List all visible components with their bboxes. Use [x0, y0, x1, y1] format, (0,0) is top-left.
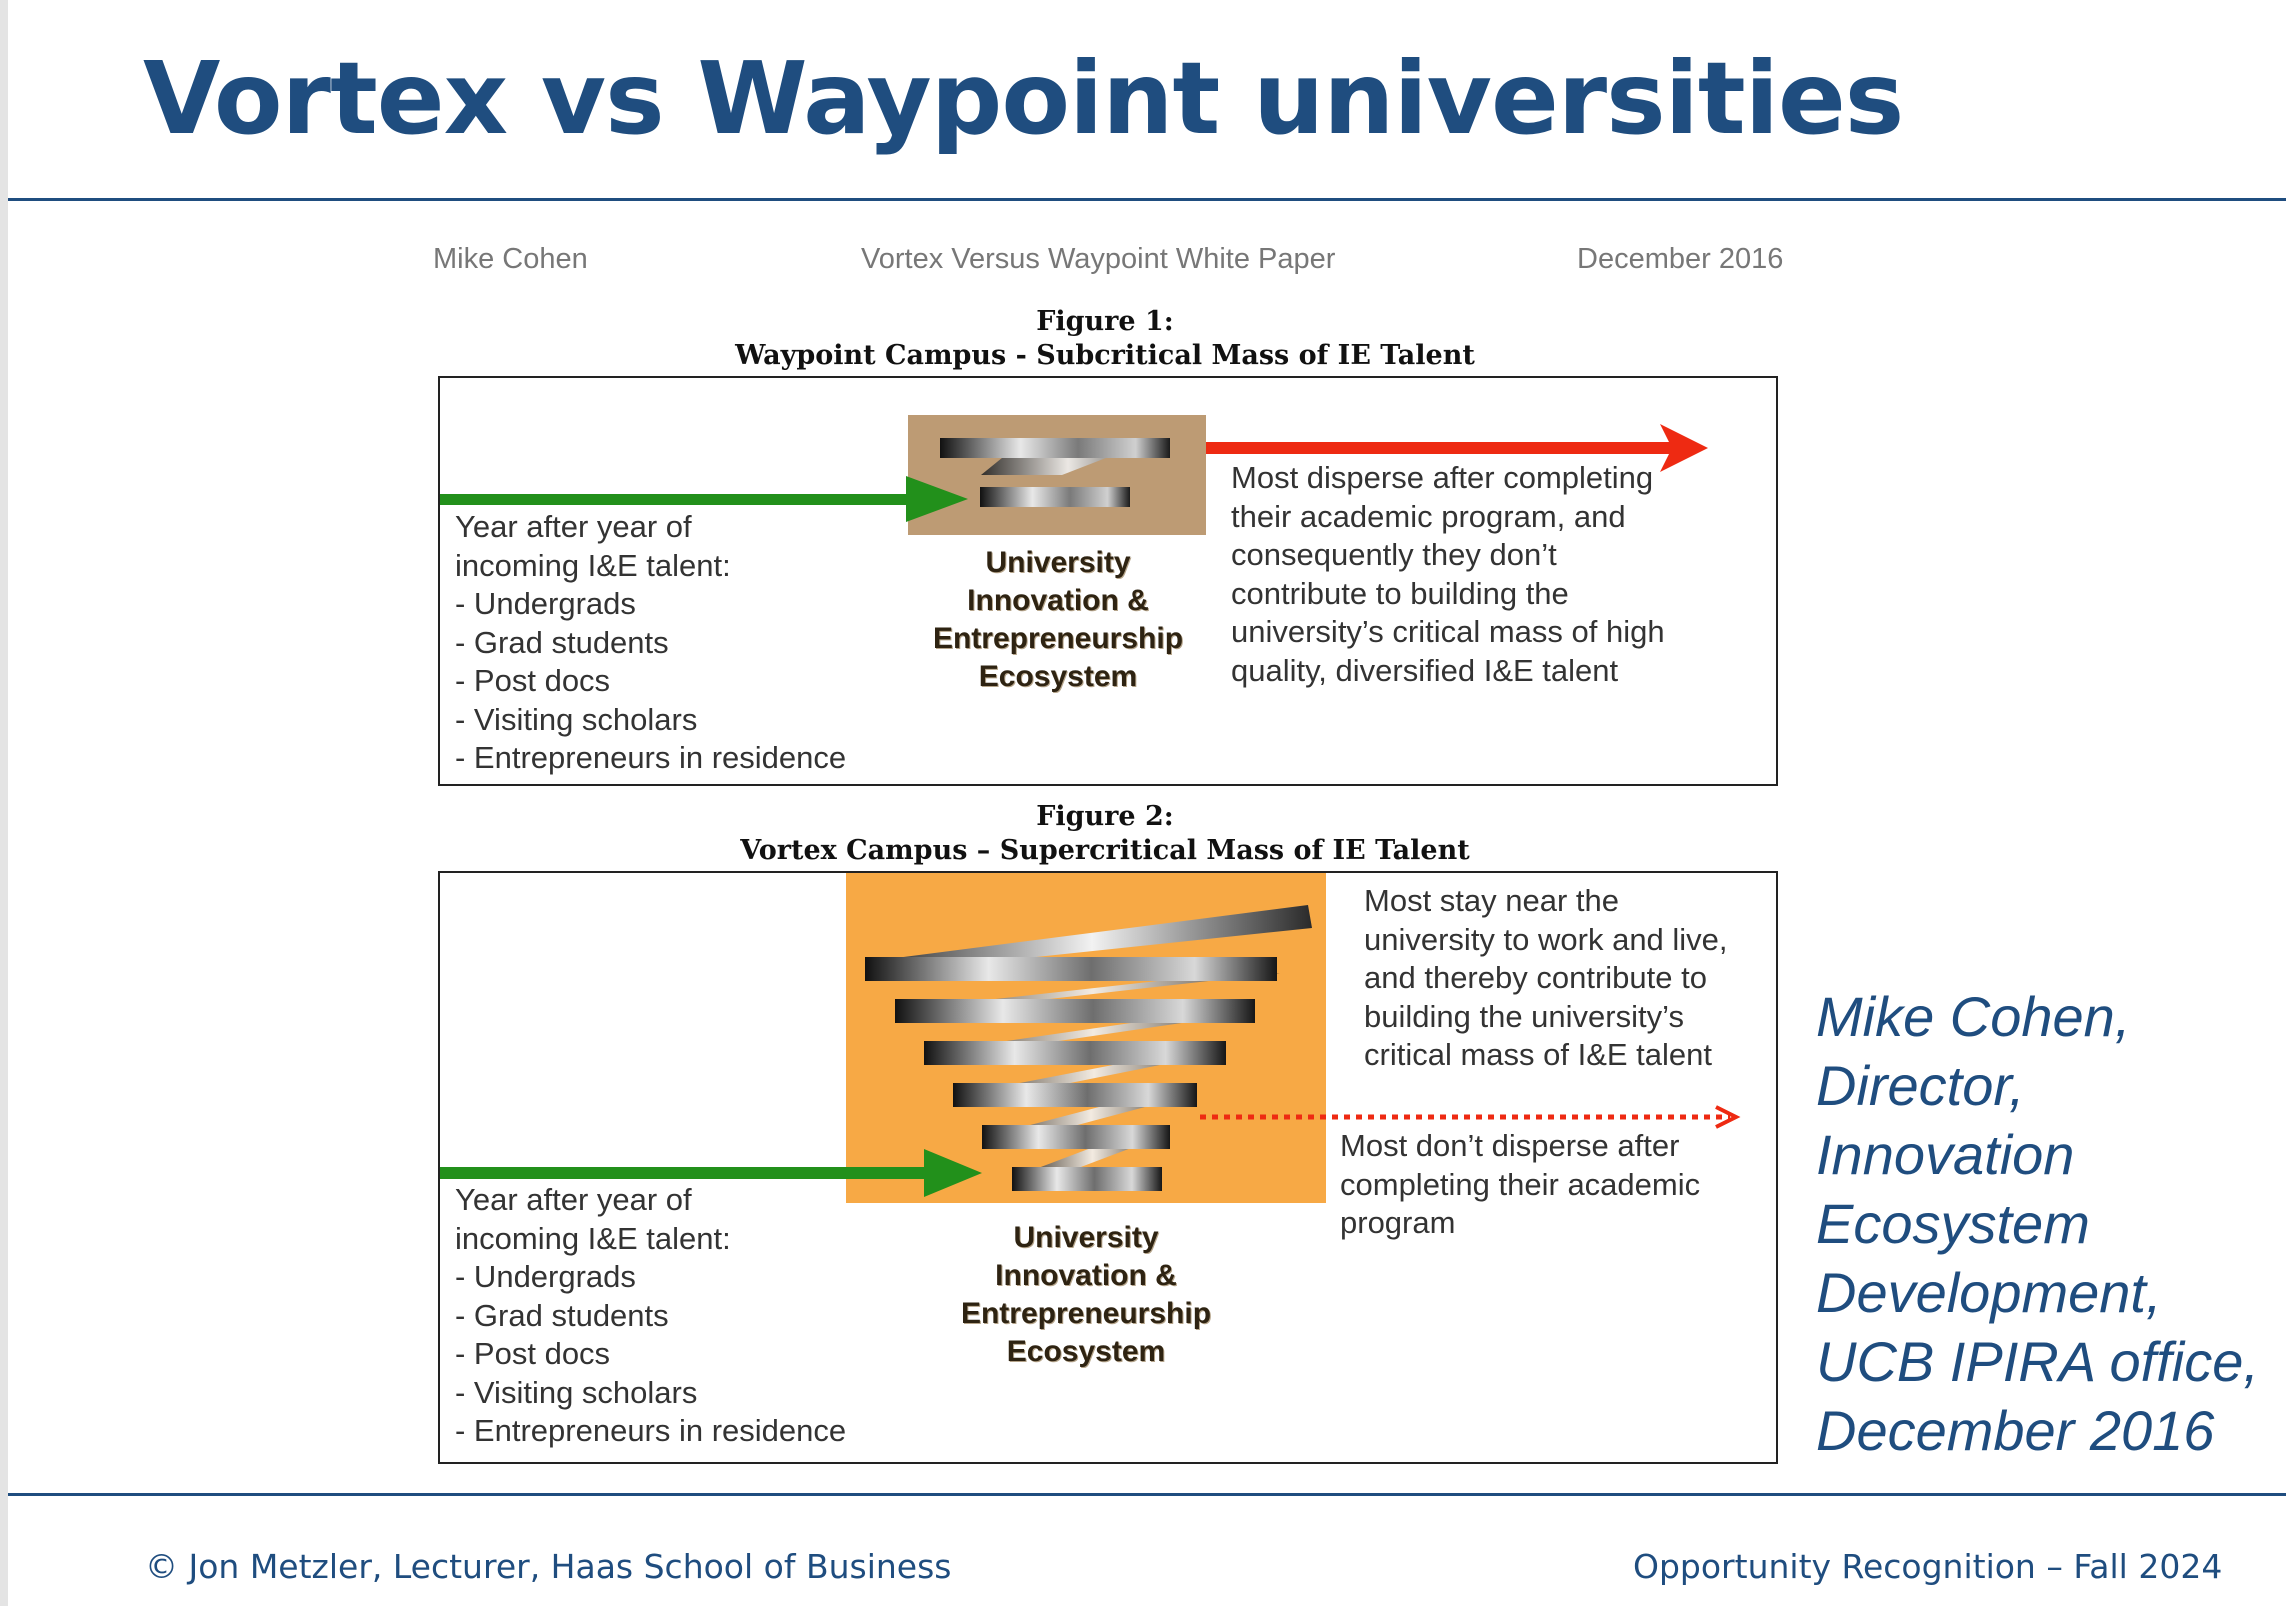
- list-item: - Visiting scholars: [455, 1374, 698, 1410]
- list-item: incoming I&E talent:: [455, 1220, 731, 1256]
- vortex-coil-ring: [1012, 1167, 1162, 1191]
- slide-left-edge: [0, 0, 8, 1606]
- figure1-title: Waypoint Campus - Subcritical Mass of IE…: [735, 340, 1475, 371]
- list-item: - Undergrads: [455, 586, 636, 621]
- vortex-coil-ring: [982, 1125, 1170, 1149]
- vortex-inflow-list: Year after year of incoming I&E talent: …: [455, 1181, 846, 1451]
- waypoint-outflow-arrowhead: [1660, 424, 1708, 472]
- waypoint-inflow-arrow: [440, 494, 920, 505]
- list-item: - Entrepreneurs in residence: [455, 740, 847, 775]
- list-item: - Post docs: [455, 1336, 611, 1371]
- vortex-disperse-text: Most don’t disperse after completing the…: [1340, 1128, 1701, 1240]
- vortex-coil-twist-top: [872, 905, 1312, 965]
- vortex-inflow-arrowhead: [924, 1149, 982, 1197]
- waypoint-inflow-arrowhead: [906, 476, 968, 522]
- vortex-ecosystem-label: University Innovation & Entrepreneurship…: [960, 1221, 1212, 1368]
- vortex-coil-ring: [895, 999, 1255, 1023]
- waypoint-coil-ring-top: [940, 438, 1170, 458]
- vortex-outflow-arrowhead: [1715, 1105, 1741, 1129]
- waypoint-coil-ring-bottom: [980, 487, 1130, 507]
- list-item: - Visiting scholars: [455, 701, 698, 737]
- vortex-coil-ring: [924, 1041, 1226, 1065]
- waypoint-outcome-text: Most disperse after completing their aca…: [1231, 460, 1665, 688]
- figure2-graphic: [440, 873, 1741, 1203]
- footer-course: Opportunity Recognition – Fall 2024: [1633, 1547, 2223, 1586]
- paper-title: Vortex Versus Waypoint White Paper: [861, 243, 1336, 275]
- waypoint-outflow-arrow: [1206, 442, 1696, 454]
- vortex-coil-ring: [865, 957, 1277, 981]
- vortex-coil-ring: [953, 1083, 1197, 1107]
- footer-copyright: © Jon Metzler, Lecturer, Haas School of …: [145, 1547, 952, 1586]
- figure1-number: Figure 1:: [1036, 306, 1174, 337]
- footer-divider: [8, 1493, 2286, 1496]
- figure2-number: Figure 2:: [1036, 801, 1174, 832]
- figure2-title: Vortex Campus – Supercritical Mass of IE…: [740, 835, 1470, 866]
- waypoint-inflow-list: Year after year of incoming I&E talent: …: [455, 508, 846, 778]
- waypoint-ecosystem-label: University Innovation & Entrepreneurship…: [932, 546, 1184, 693]
- figure2-caption: Figure 2: Vortex Campus – Supercritical …: [440, 800, 1770, 868]
- title-divider: [8, 198, 2286, 201]
- author-attribution: Mike Cohen, Director, Innovation Ecosyst…: [1816, 985, 2259, 1462]
- list-item: Year after year of: [455, 509, 692, 544]
- list-item: - Entrepreneurs in residence: [455, 1413, 847, 1448]
- figure2-diagram: Most stay near the university to work an…: [438, 871, 1778, 1464]
- vortex-inflow-arrow: [440, 1167, 940, 1179]
- list-item: - Grad students: [455, 1297, 669, 1333]
- figure1-caption: Figure 1: Waypoint Campus - Subcritical …: [440, 305, 1770, 373]
- paper-date: December 2016: [1577, 243, 1784, 275]
- slide-title: Vortex vs Waypoint universities: [143, 40, 1904, 157]
- figure1-graphic: [440, 415, 1708, 535]
- list-item: Year after year of: [455, 1182, 692, 1217]
- list-item: - Undergrads: [455, 1259, 636, 1294]
- list-item: - Grad students: [455, 624, 669, 660]
- list-item: - Post docs: [455, 663, 611, 698]
- figure1-diagram: Year after year of incoming I&E talent: …: [438, 376, 1778, 786]
- vortex-stay-text: Most stay near the university to work an…: [1364, 883, 1728, 1072]
- paper-author: Mike Cohen: [433, 243, 588, 275]
- list-item: incoming I&E talent:: [455, 547, 731, 583]
